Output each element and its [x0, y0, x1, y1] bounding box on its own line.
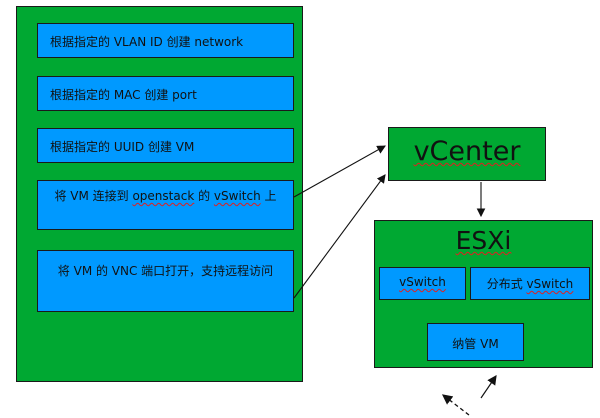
esxi-box: ESXi vSwitch 分布式 vSwitch 纳管 VM — [374, 220, 593, 368]
arrow-step4-to-vcenter — [293, 145, 386, 198]
managed-vm-label: 纳管 VM — [452, 337, 499, 351]
managed-vm-box: 纳管 VM — [427, 323, 524, 361]
arrow-up-to-esxi — [480, 375, 497, 399]
step-label: 根据指定的 UUID 创建 VM — [50, 140, 195, 154]
arrow-step5-to-vcenter — [293, 174, 386, 299]
distributed-vswitch-box: 分布式 vSwitch — [470, 267, 590, 300]
vswitch-box: vSwitch — [379, 267, 466, 300]
step-create-network: 根据指定的 VLAN ID 创建 network — [37, 23, 294, 58]
text-part: 上 — [260, 189, 277, 203]
step-create-port: 根据指定的 MAC 创建 port — [37, 76, 294, 111]
esxi-text: ESXi — [455, 226, 512, 255]
step-connect-vswitch: 将 VM 连接到 openstack 的 vSwitch 上 — [37, 180, 294, 230]
text-part: vSwitch — [213, 189, 261, 203]
step-label: 将 VM 连接到 openstack 的 vSwitch 上 — [38, 187, 293, 204]
step-label: 根据指定的 VLAN ID 创建 network — [50, 35, 244, 49]
step-create-vm: 根据指定的 UUID 创建 VM — [37, 128, 294, 163]
esxi-label: ESXi — [375, 226, 592, 255]
dvs-suffix: vSwitch — [526, 277, 574, 291]
text-part: openstack — [132, 189, 195, 203]
arrow-dashed — [441, 394, 470, 416]
vswitch-label: vSwitch — [399, 275, 446, 289]
step-label: 将 VM 的 VNC 端口打开，支持远程访问 — [57, 264, 274, 278]
step-open-vnc: 将 VM 的 VNC 端口打开，支持远程访问 — [37, 250, 294, 312]
vcenter-text: vCenter — [413, 136, 521, 167]
step-label: 根据指定的 MAC 创建 port — [50, 88, 197, 102]
dvs-prefix: 分布式 — [486, 277, 527, 291]
text-part: 的 — [194, 189, 214, 203]
text-part: 将 VM 连接到 — [54, 189, 133, 203]
vcenter-box: vCenter — [388, 127, 546, 181]
vcenter-label: vCenter — [389, 136, 545, 167]
